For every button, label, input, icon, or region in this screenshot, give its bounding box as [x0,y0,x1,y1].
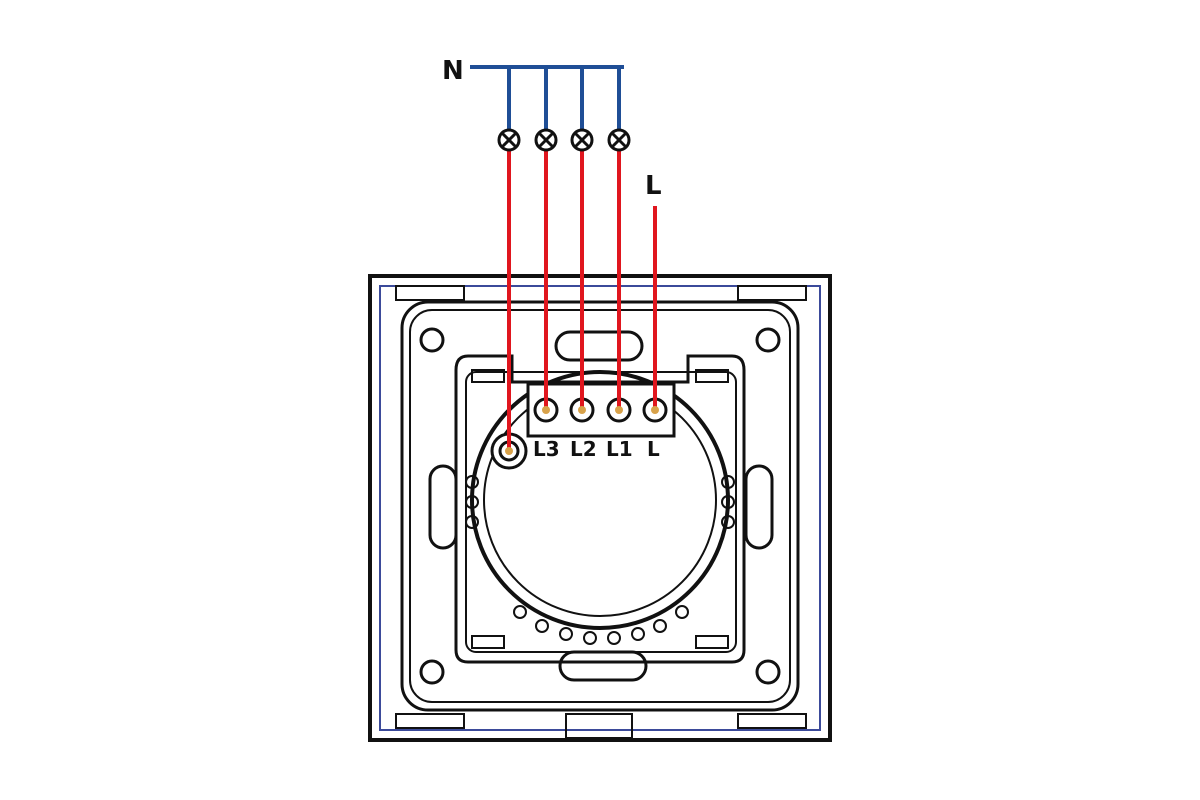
inner-plate [400,300,800,712]
bottom-clip-center [565,713,633,739]
live-label: L [645,171,662,201]
mount-slot-right [744,464,774,550]
neutral-wiring [470,65,624,130]
top-clip-right [737,285,807,301]
terminal-label-l2: L2 [570,437,597,461]
tab-top-right [695,369,729,383]
bottom-clip-right [737,713,807,729]
terminal-label-l1: L1 [606,437,633,461]
frame-accent [379,285,821,731]
bump-right-2 [721,495,735,509]
mount-slot-top [554,330,644,362]
bump-left-3 [465,515,479,529]
screw-hole-bottom-left [419,659,445,685]
tab-top-left [471,369,505,383]
lamp-x-icon [534,128,558,152]
mount-slot-bottom [558,650,648,682]
bump-left-2 [465,495,479,509]
terminal-label-l3: L3 [533,437,560,461]
lamp-x-icon [497,128,521,152]
lamp-x-icon [570,128,594,152]
terminal-label-l: L [647,437,660,461]
module-body [454,354,746,664]
lamp-x-icon [607,128,631,152]
lamps [497,128,631,152]
bump-right-1 [721,475,735,489]
neutral-label: N [442,56,464,86]
bump-left-1 [465,475,479,489]
vent-ribs [513,605,689,645]
mount-slot-left [428,464,458,550]
inner-plate-inset [409,309,791,703]
switch-housing [368,274,832,742]
live-wiring [507,150,657,451]
tab-bottom-left [471,635,505,649]
outer-frame [368,274,832,742]
bump-right-3 [721,515,735,529]
screw-hole-bottom-right [755,659,781,685]
bottom-clip-left [395,713,465,729]
screw-hole-top-left [419,327,445,353]
relay-circle [470,370,730,630]
top-clip-left [395,285,465,301]
screw-centers [505,406,659,455]
screw-hole-top-right [755,327,781,353]
tab-bottom-right [695,635,729,649]
